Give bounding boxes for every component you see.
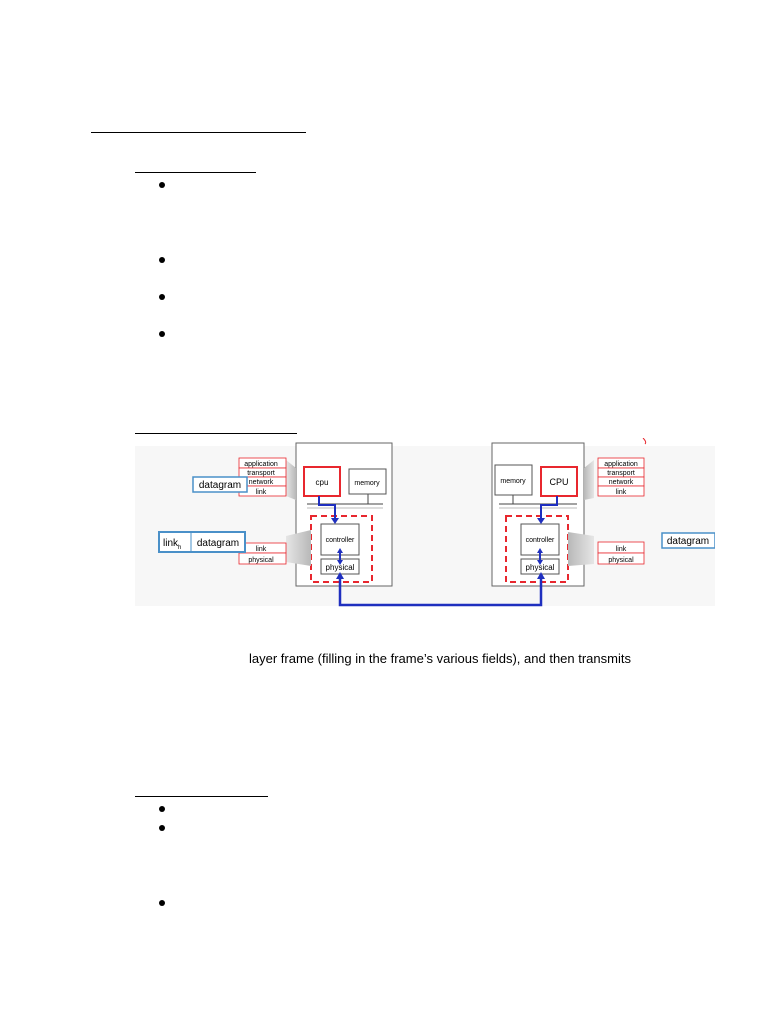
left-link-frame: linkh datagram (158, 531, 246, 553)
right-protocol-stack-upper: application transport network link (597, 457, 645, 497)
bullet-5 (159, 806, 165, 812)
right-datagram-tag: datagram (661, 532, 716, 549)
left-cpu-box (303, 466, 341, 497)
left-physical-label: physical (326, 563, 355, 572)
frame-header-subscript: h (178, 545, 181, 551)
physical-link-line (338, 574, 543, 607)
right-physical-label: physical (526, 563, 555, 572)
left-controller-label: controller (326, 537, 355, 544)
left-datagram-label: datagram (199, 480, 241, 491)
left-memory-label: memory (354, 480, 380, 487)
bullet-4 (159, 331, 165, 337)
left-cpu-label: cpu (316, 478, 329, 487)
left-protocol-stack-lower: link physical (238, 542, 287, 565)
left-datagram-tag: datagram (192, 476, 248, 493)
right-layer-network: network (609, 479, 634, 486)
left-memory-box (348, 468, 387, 495)
frame-payload-label: datagram (197, 538, 239, 549)
bullet-1 (159, 182, 165, 188)
subheading-underline-3 (135, 796, 268, 797)
bullet-3 (159, 294, 165, 300)
right-layer-transport: transport (607, 470, 635, 477)
left-layer-link: link (256, 489, 267, 496)
link-layer-diagram: cpu memory controller physical (135, 437, 716, 618)
subheading-underline-2 (135, 433, 297, 434)
right-memory-label: memory (500, 478, 526, 485)
right-controller-label: controller (526, 537, 555, 544)
right-layer-physical: physical (608, 557, 634, 564)
left-layer-physical: physical (248, 557, 274, 564)
right-layer-link: link (616, 489, 627, 496)
bullet-7 (159, 900, 165, 906)
body-text-line: layer frame (filling in the frame’s vari… (249, 651, 631, 666)
left-host: cpu memory controller physical (295, 442, 393, 587)
left-layer-network: network (249, 479, 274, 486)
frame-header-label: linkh (163, 538, 181, 551)
right-datagram-label: datagram (667, 536, 709, 547)
right-cpu-label: CPU (549, 477, 568, 487)
left-layer-link-lower: link (256, 546, 267, 553)
right-layer-application: application (604, 461, 638, 468)
section-heading-underline (91, 132, 306, 133)
left-layer-transport: transport (247, 470, 275, 477)
corner-red-mark (642, 437, 647, 445)
bullet-2 (159, 257, 165, 263)
right-layer-link-lower: link (616, 546, 627, 553)
right-protocol-stack-lower: link physical (597, 541, 645, 565)
subheading-underline-1 (135, 172, 256, 173)
left-layer-application: application (244, 461, 278, 468)
bullet-6 (159, 825, 165, 831)
right-cpu-box (540, 466, 578, 497)
right-memory-box (494, 464, 533, 496)
